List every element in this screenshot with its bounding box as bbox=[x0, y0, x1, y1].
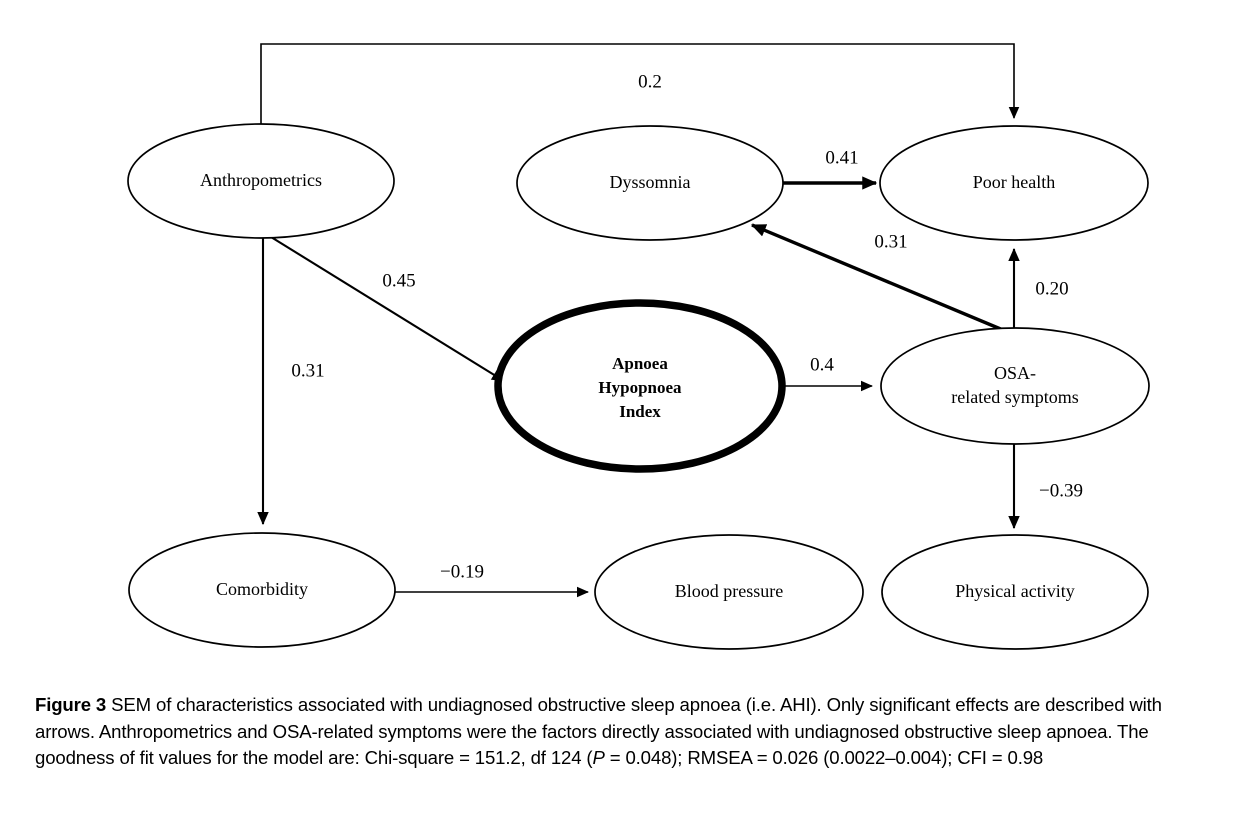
edge-osa-to-dyssomnia: 0.31 bbox=[750, 223, 1004, 332]
node-layer: Anthropometrics Dyssomnia Poor health Ap… bbox=[127, 123, 1150, 650]
edge-osa-to-poorhealth: 0.20 bbox=[1008, 247, 1069, 331]
edge-dyssomnia-to-poorhealth: 0.41 bbox=[783, 147, 878, 190]
node-label-apnoea-hypopnoea-index-line3: Index bbox=[619, 402, 661, 421]
edge-label-anthro-to-comorbidity: 0.31 bbox=[291, 360, 324, 381]
edge-layer: 0.2 0.41 0.45 0.31 0.4 bbox=[257, 43, 1083, 598]
node-osa-related-symptoms[interactable]: OSA- related symptoms bbox=[880, 327, 1150, 445]
node-shape-anthropometrics[interactable] bbox=[127, 123, 395, 239]
node-comorbidity[interactable]: Comorbidity bbox=[128, 532, 396, 648]
edge-anthro-to-comorbidity: 0.31 bbox=[257, 236, 325, 526]
node-dyssomnia[interactable]: Dyssomnia bbox=[516, 125, 784, 241]
figure-caption: Figure 3 SEM of characteristics associat… bbox=[35, 692, 1225, 772]
node-label-comorbidity: Comorbidity bbox=[216, 579, 308, 599]
figure-caption-part-1: SEM of characteristics associated with u… bbox=[35, 694, 1162, 769]
node-physical-activity[interactable]: Physical activity bbox=[881, 534, 1149, 650]
node-label-poor-health: Poor health bbox=[973, 172, 1056, 192]
edge-comorbidity-to-blood-pressure: −0.19 bbox=[395, 561, 589, 598]
edge-path-osa-to-dyssomnia bbox=[750, 223, 1004, 332]
edge-label-ahi-to-osa: 0.4 bbox=[810, 354, 834, 375]
node-anthropometrics[interactable]: Anthropometrics bbox=[127, 123, 395, 239]
node-label-physical-activity: Physical activity bbox=[955, 581, 1074, 601]
node-apnoea-hypopnoea-index[interactable]: Apnoea Hypopnoea Index bbox=[494, 299, 786, 473]
edge-label-osa-to-dyssomnia: 0.31 bbox=[874, 231, 907, 252]
node-label-apnoea-hypopnoea-index-line1: Apnoea bbox=[612, 354, 668, 373]
node-label-osa-related-symptoms-line2: related symptoms bbox=[951, 387, 1078, 407]
node-shape-blood-pressure[interactable] bbox=[594, 534, 864, 650]
node-shape-physical-activity[interactable] bbox=[881, 534, 1149, 650]
edge-label-osa-to-physical-activity: −0.39 bbox=[1039, 480, 1083, 501]
edge-ahi-to-osa: 0.4 bbox=[782, 354, 873, 392]
node-label-blood-pressure: Blood pressure bbox=[675, 581, 783, 601]
figure-caption-part-2: = 0.048); RMSEA = 0.026 (0.0022–0.004); … bbox=[604, 747, 1044, 769]
node-poor-health[interactable]: Poor health bbox=[879, 125, 1149, 241]
edge-label-osa-to-poorhealth: 0.20 bbox=[1035, 278, 1068, 299]
node-shape-apnoea-hypopnoea-index[interactable] bbox=[494, 299, 786, 473]
edge-label-comorbidity-to-blood-pressure: −0.19 bbox=[440, 561, 484, 582]
figure-number: Figure 3 bbox=[35, 694, 107, 715]
figure-caption-p-italic: P bbox=[592, 747, 605, 769]
edge-label-anthro-to-ahi: 0.45 bbox=[382, 270, 415, 291]
edge-path-anthro-to-ahi bbox=[270, 236, 505, 382]
edge-label-anthro-to-poorhealth: 0.2 bbox=[638, 71, 662, 92]
node-label-apnoea-hypopnoea-index-line2: Hypopnoea bbox=[598, 378, 682, 397]
node-label-dyssomnia: Dyssomnia bbox=[610, 172, 691, 192]
edge-label-dyssomnia-to-poorhealth: 0.41 bbox=[825, 147, 858, 168]
node-label-osa-related-symptoms-line1: OSA- bbox=[994, 363, 1036, 383]
node-blood-pressure[interactable]: Blood pressure bbox=[594, 534, 864, 650]
edge-osa-to-physical-activity: −0.39 bbox=[1008, 443, 1083, 530]
node-shape-comorbidity[interactable] bbox=[128, 532, 396, 648]
edge-anthro-to-poorhealth: 0.2 bbox=[260, 43, 1020, 124]
node-shape-osa-related-symptoms[interactable] bbox=[880, 327, 1150, 445]
edge-path-anthro-to-poorhealth bbox=[260, 43, 1020, 124]
sem-path-diagram: 0.2 0.41 0.45 0.31 0.4 bbox=[127, 43, 1150, 650]
node-shape-poor-health[interactable] bbox=[879, 125, 1149, 241]
edge-anthro-to-ahi: 0.45 bbox=[270, 236, 505, 382]
node-shape-dyssomnia[interactable] bbox=[516, 125, 784, 241]
node-label-anthropometrics: Anthropometrics bbox=[200, 170, 322, 190]
